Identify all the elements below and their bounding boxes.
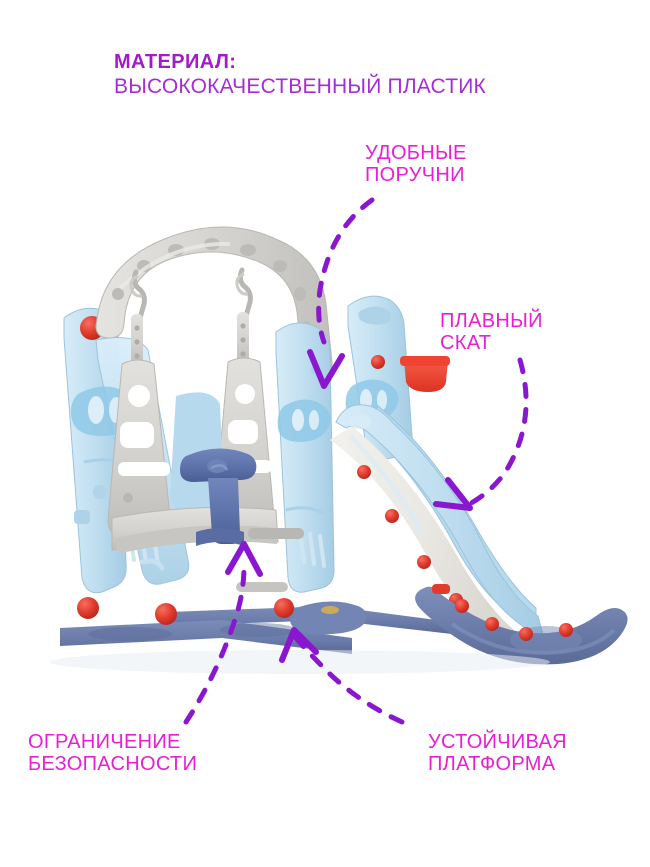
material-header-line1: МАТЕРИАЛ: <box>114 51 237 73</box>
product-illustration <box>0 210 650 710</box>
callout-handrails-line1: УДОБНЫЕ <box>365 142 467 164</box>
center-support-post <box>274 322 335 618</box>
red-bolt <box>559 623 573 637</box>
slide-rail <box>335 404 545 639</box>
red-bolt <box>485 617 499 631</box>
callout-platform-line2: ПЛАТФОРМА <box>428 753 556 776</box>
red-bolt <box>274 598 294 618</box>
callout-slide-line1: ПЛАВНЫЙ <box>440 310 543 332</box>
base-platform <box>60 601 452 654</box>
callout-platform: УСТОЙЧИВАЯ ПЛАТФОРМА <box>428 731 567 776</box>
red-bolt <box>455 599 469 613</box>
basketball-hoop <box>400 356 450 392</box>
callout-handrails-line2: ПОРУЧНИ <box>365 164 465 187</box>
material-header-line2: ВЫСОКОКАЧЕСТВЕННЫЙ ПЛАСТИК <box>114 74 486 98</box>
red-bolt <box>417 555 431 569</box>
red-bolt <box>357 465 371 479</box>
callout-safety: ОГРАНИЧЕНИЕ БЕЗОПАСНОСТИ <box>28 731 197 776</box>
material-header: МАТЕРИАЛ: ВЫСОКОКАЧЕСТВЕННЫЙ ПЛАСТИК <box>114 51 486 98</box>
ladder-step <box>236 528 304 592</box>
swing-hanger-left <box>107 269 171 537</box>
playset-drawing <box>50 226 628 674</box>
callout-slide-line2: СКАТ <box>440 332 492 355</box>
callout-safety-line2: БЕЗОПАСНОСТИ <box>28 753 198 776</box>
swing-safety-bar <box>180 448 257 546</box>
callout-handrails: УДОБНЫЕ ПОРУЧНИ <box>365 142 467 187</box>
callout-slide: ПЛАВНЫЙ СКАТ <box>440 310 543 355</box>
callout-platform-line1: УСТОЙЧИВАЯ <box>428 731 567 753</box>
red-bolt <box>519 627 533 641</box>
red-bolt <box>385 509 399 523</box>
red-bolt <box>371 355 385 369</box>
red-bolt <box>77 597 99 619</box>
callout-safety-line1: ОГРАНИЧЕНИЕ <box>28 731 181 753</box>
red-bolt <box>155 603 177 625</box>
slide-runout <box>415 584 628 665</box>
slide-chute <box>330 404 545 640</box>
